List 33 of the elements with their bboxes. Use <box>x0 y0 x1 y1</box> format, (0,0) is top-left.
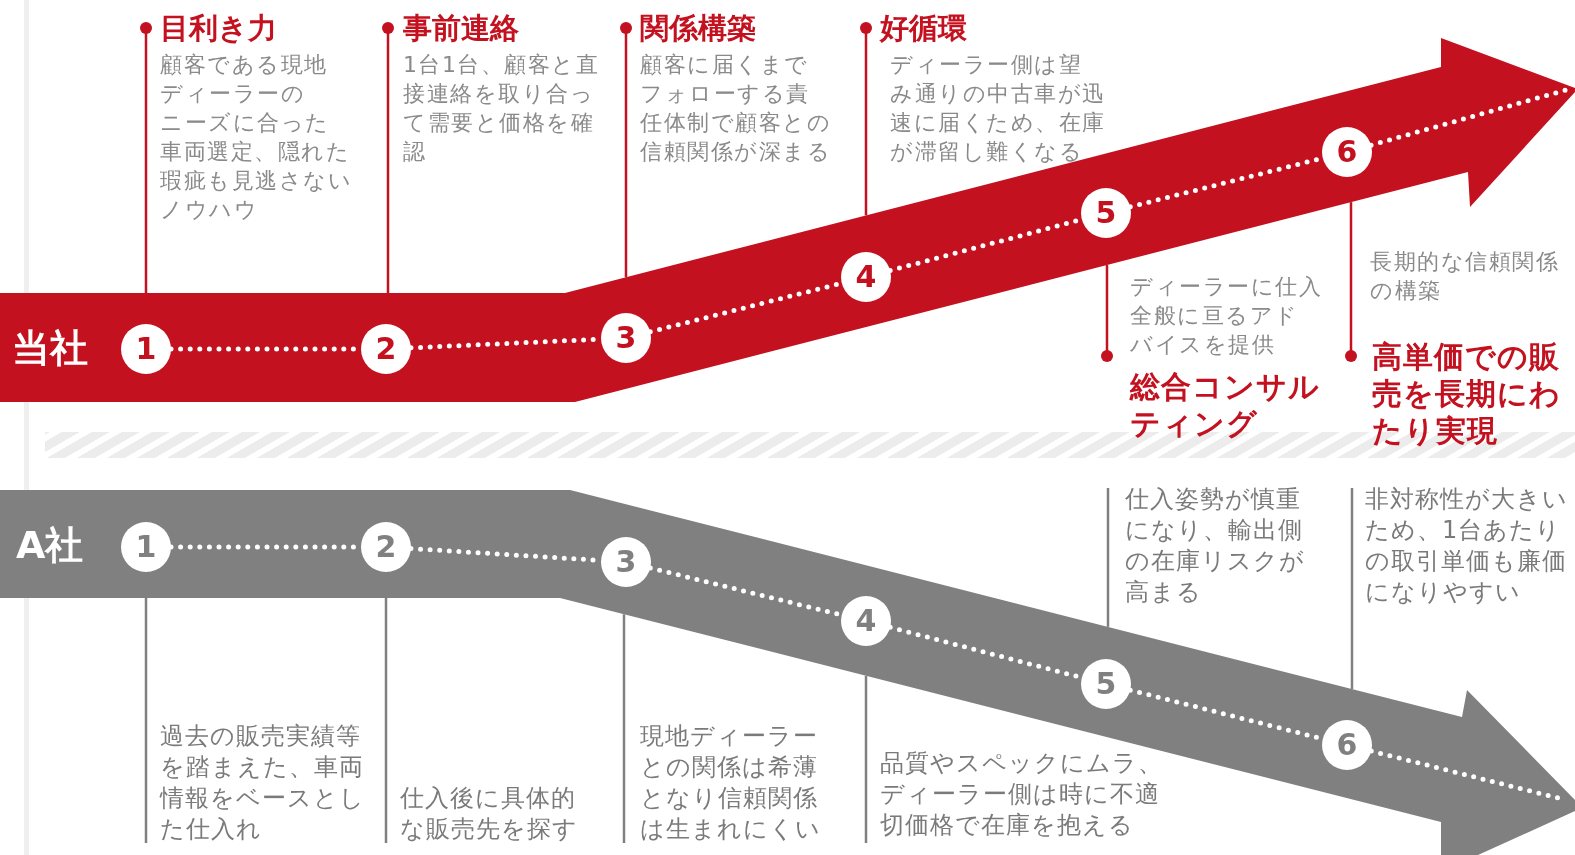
callout-text: 顧客に届くまでフォローする責任体制で顧客との信頼関係が深まる <box>640 51 832 166</box>
callout-text: 長期的な信頼関係の構築 <box>1370 248 1560 305</box>
callout-text: 仕入後に具体的な販売先を探す <box>400 783 579 845</box>
callout-text: 顧客である現地ディーラーのニーズに合った車両選定、隠れた瑕疵も見逃さないノウハウ <box>160 51 352 224</box>
dotted-connector <box>1368 87 1569 148</box>
callout-text: 品質やスペックにムラ、ディーラー側は時に不適切価格で在庫を抱える <box>880 748 1164 841</box>
leader-line <box>382 22 394 293</box>
band-label: 当社 <box>12 326 88 370</box>
callout-text: ディーラーに仕入全般に亘るアドバイスを提供 <box>1130 273 1322 359</box>
leader-line <box>860 22 872 216</box>
callout-heading: 高単価での販売を長期にわたり実現 <box>1372 338 1562 449</box>
leader-line <box>1101 265 1113 362</box>
leader-line <box>384 598 388 843</box>
callout-text: 1台1台、顧客と直接連絡を取り合って需要と価格を確認 <box>403 51 601 166</box>
callout-text: 過去の販売実績等を踏まえた、車両情報をベースとした仕入れ <box>160 721 365 845</box>
leader-line <box>1106 488 1110 627</box>
leader-line <box>140 22 152 293</box>
band-label: A社 <box>16 523 84 567</box>
leader-line <box>620 22 632 278</box>
leader-line <box>1345 202 1357 362</box>
callout-heading: 好循環 <box>880 10 968 46</box>
callout-text: 仕入姿勢が慎重になり、輸出側の在庫リスクが高まる <box>1125 484 1306 608</box>
callout-text: 非対称性が大きいため、1台あたりの取引単価も廉価になりやすい <box>1365 484 1569 608</box>
callout-text: 現地ディーラーとの関係は希薄となり信頼関係は生まれにくい <box>640 721 822 845</box>
callout-heading: 総合コンサルティング <box>1130 368 1321 442</box>
callout-heading: 事前連絡 <box>403 10 520 46</box>
leader-line <box>622 614 626 843</box>
callout-heading: 目利き力 <box>160 10 278 46</box>
callout-text: ディーラー側は望み通りの中古車が迅速に届くため、在庫が滞留し難くなる <box>890 51 1106 166</box>
leader-line <box>1350 488 1354 689</box>
leader-line <box>144 598 148 843</box>
callout-heading: 関係構築 <box>640 10 757 46</box>
leader-line <box>864 675 868 843</box>
